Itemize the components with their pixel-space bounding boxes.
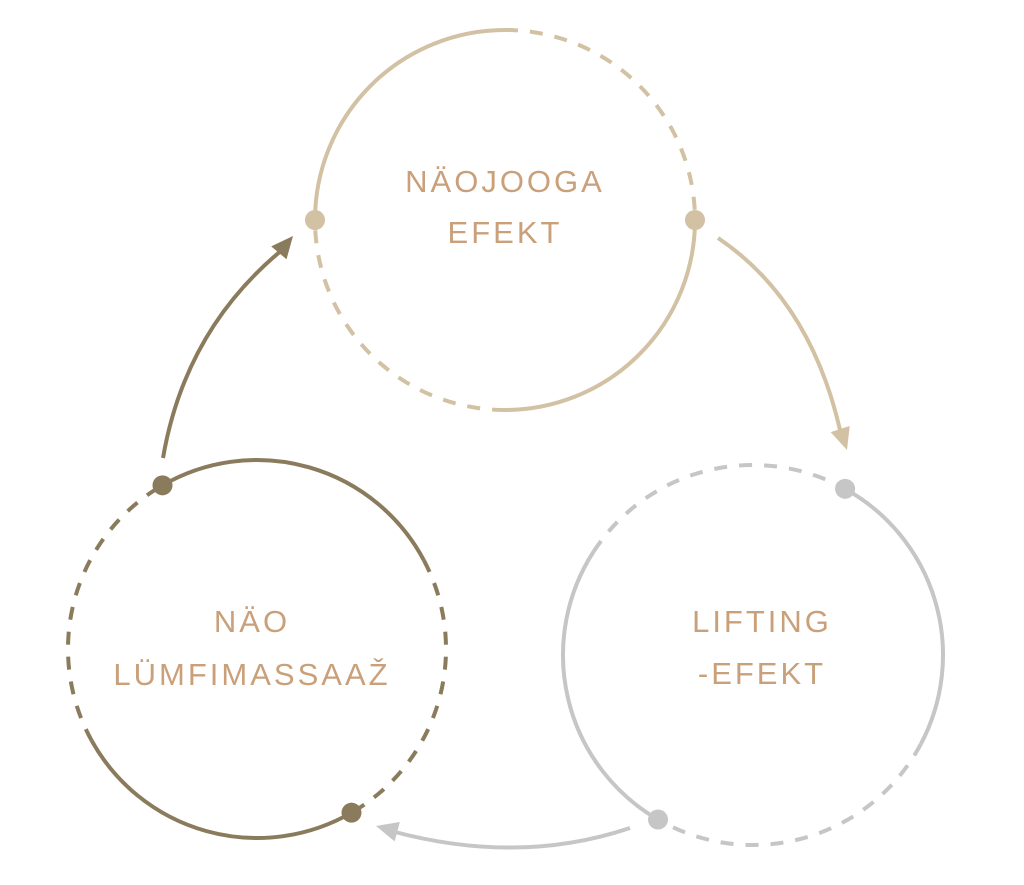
node-lymph-line1: NÄO [214, 604, 290, 639]
lymph-circle-dashed-arc [66, 483, 164, 742]
node-lymph-line2: LÜMFIMASSAAŽ [113, 657, 390, 692]
lymph-top-dot [152, 475, 173, 496]
node-lifting-line2: -EFEKT [698, 656, 826, 691]
node-naojooga-line1: NÄOJOOGA [405, 164, 605, 199]
lifting-circle-solid-arc [844, 487, 945, 746]
lifting-circle-solid-arc [561, 550, 660, 822]
lymph-bottom-dot [341, 802, 362, 823]
lymph-circle-solid-arc [89, 739, 353, 840]
arrow-naojooga-to-lifting-head-icon [830, 425, 850, 450]
arrow-lymph-to-naojooga-head-icon [271, 236, 293, 260]
arrow-lymph-to-naojooga [161, 248, 284, 459]
lifting-circle-dashed-arc [657, 743, 923, 847]
lymph-circle-solid-arc [161, 458, 426, 562]
naojooga-circle-dashed-arc [313, 219, 506, 412]
naojooga-left-dot [305, 210, 325, 230]
arrow-lifting-to-lymph [394, 826, 631, 850]
node-naojooga-line2: EFEKT [448, 215, 563, 250]
arrow-naojooga-to-lifting [716, 236, 842, 431]
arrow-lifting-to-lymph-head-icon [376, 822, 400, 842]
node-lifting-line1: LIFTING [692, 604, 832, 639]
naojooga-right-dot [685, 210, 705, 230]
lifting-top-dot [835, 478, 856, 499]
lifting-circle-dashed-arc [591, 463, 847, 553]
naojooga-circle-solid-arc [313, 28, 506, 221]
naojooga-circle-solid-arc [504, 219, 697, 412]
naojooga-circle-dashed-arc [504, 28, 697, 221]
lifting-bottom-dot [648, 809, 668, 830]
